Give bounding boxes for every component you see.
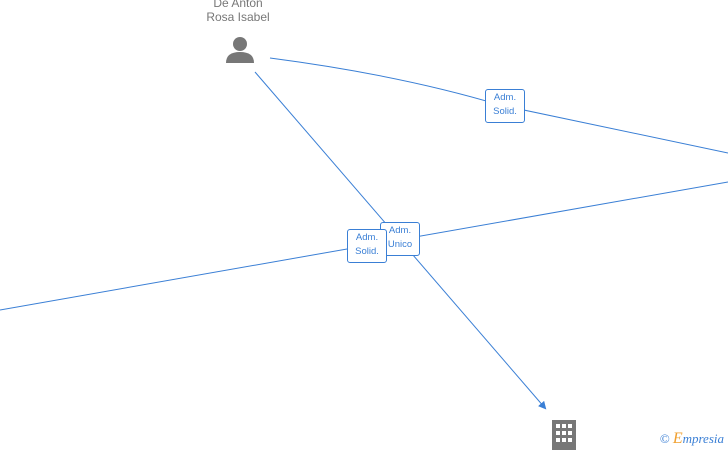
edge-label-line1: Adm. <box>355 232 379 243</box>
person-icon[interactable] <box>226 37 254 63</box>
person-node-label[interactable]: De Anton Rosa Isabel <box>158 0 318 24</box>
edge-label-line1: Adm. <box>388 225 412 236</box>
edge-label-line2: Solid. <box>493 106 517 117</box>
brand-initial: E <box>672 430 683 447</box>
edge-label-adm-solid-middle[interactable]: Adm. Solid. <box>347 229 387 263</box>
empresia-watermark: ©Empresia <box>660 430 724 448</box>
edge-label-line2: Solid. <box>355 246 379 257</box>
person-name-line1: De Anton <box>213 0 263 10</box>
edge-label-line1: Adm. <box>493 92 517 103</box>
person-name-line2: Rosa Isabel <box>206 10 270 24</box>
copyright-symbol: © <box>659 431 670 446</box>
edge-label-adm-solid-top[interactable]: Adm. Solid. <box>485 89 525 123</box>
edge-label-line2: Unico <box>387 239 413 250</box>
brand-rest: mpresia <box>682 431 724 446</box>
building-icon[interactable] <box>552 420 576 450</box>
